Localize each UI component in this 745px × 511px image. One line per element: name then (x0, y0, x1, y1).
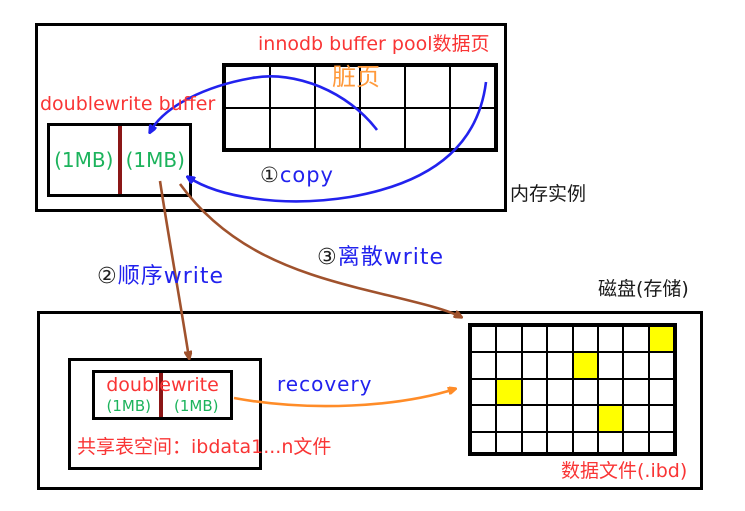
page-cell (471, 326, 497, 353)
data-file-grid (468, 323, 677, 456)
doublewrite-cell-1mb: (1MB) (125, 148, 185, 172)
page-cell (597, 352, 624, 379)
page-cell (547, 405, 573, 432)
discrete-write-label: ③离散write (317, 245, 444, 270)
page-cell (521, 378, 548, 406)
page-cell (496, 405, 522, 432)
page-cell (572, 378, 598, 406)
page-cell (547, 431, 573, 453)
page-cell (547, 326, 573, 353)
page-cell (270, 66, 315, 108)
page-cell (521, 431, 548, 453)
page-cell (360, 107, 405, 149)
doublewrite-buffer-box: (1MB) (1MB) (47, 123, 192, 197)
page-cell (405, 107, 450, 149)
copy-step-label: ①copy (260, 163, 334, 187)
copy-step-number: ① (260, 163, 280, 187)
seq-write-text: 顺序write (117, 264, 225, 289)
doublewrite-disk-cell-1mb: (1MB) (106, 397, 151, 415)
doublewrite-divider (117, 126, 122, 194)
page-cell (597, 378, 624, 406)
doublewrite-disk-title: doublewrite (106, 374, 219, 396)
doublewrite-buffer-title: doublewrite buffer (40, 93, 216, 115)
page-cell-highlighted (597, 405, 624, 432)
doublewrite-cell-1mb: (1MB) (54, 148, 114, 172)
page-cell (471, 378, 497, 406)
seq-write-label: ②顺序write (97, 264, 224, 289)
doublewrite-disk-cell-1mb: (1MB) (174, 397, 219, 415)
page-cell (496, 326, 522, 353)
page-cell (270, 107, 315, 149)
page-cell (225, 107, 270, 149)
page-cell (648, 431, 674, 453)
page-cell (471, 405, 497, 432)
page-cell (648, 405, 674, 432)
dirty-page-label: 脏页 (332, 63, 380, 91)
page-cell-highlighted (496, 378, 522, 406)
memory-instance-label: 内存实例 (510, 183, 587, 205)
shared-tablespace-box (68, 358, 262, 470)
page-cell (547, 352, 573, 379)
page-cell (450, 107, 495, 149)
page-cell (496, 352, 522, 379)
discrete-write-text: 离散write (337, 245, 445, 270)
page-cell (471, 431, 497, 453)
page-cell (623, 352, 649, 379)
page-cell (521, 352, 548, 379)
page-cell (597, 326, 624, 353)
doublewrite-disk-divider (159, 373, 163, 417)
page-cell (572, 431, 598, 453)
page-cell (547, 378, 573, 406)
data-file-label: 数据文件(.ibd) (561, 460, 688, 482)
page-cell-highlighted (572, 352, 598, 379)
page-cell (597, 431, 624, 453)
shared-tablespace-label: 共享表空间：ibdata1...n文件 (77, 436, 332, 458)
page-cell (405, 66, 450, 108)
disk-title: 磁盘(存储) (598, 278, 689, 300)
page-cell (471, 352, 497, 379)
page-cell (623, 405, 649, 432)
page-cell (496, 431, 522, 453)
doublewrite-disk-box: doublewrite (1MB) (1MB) (92, 370, 233, 420)
page-cell (521, 405, 548, 432)
page-cell (623, 326, 649, 353)
page-cell (315, 107, 360, 149)
page-cell (623, 378, 649, 406)
page-cell (648, 378, 674, 406)
page-cell (225, 66, 270, 108)
discrete-write-number: ③ (317, 245, 338, 270)
seq-write-number: ② (97, 264, 118, 289)
page-cell (572, 405, 598, 432)
copy-step-text: copy (279, 163, 334, 187)
page-cell (623, 431, 649, 453)
recovery-label: recovery (277, 372, 373, 396)
page-cell (648, 352, 674, 379)
page-cell (572, 326, 598, 353)
page-cell (450, 66, 495, 108)
page-cell-highlighted (648, 326, 674, 353)
buffer-pool-title: innodb buffer pool数据页 (258, 33, 490, 55)
page-cell (521, 326, 548, 353)
